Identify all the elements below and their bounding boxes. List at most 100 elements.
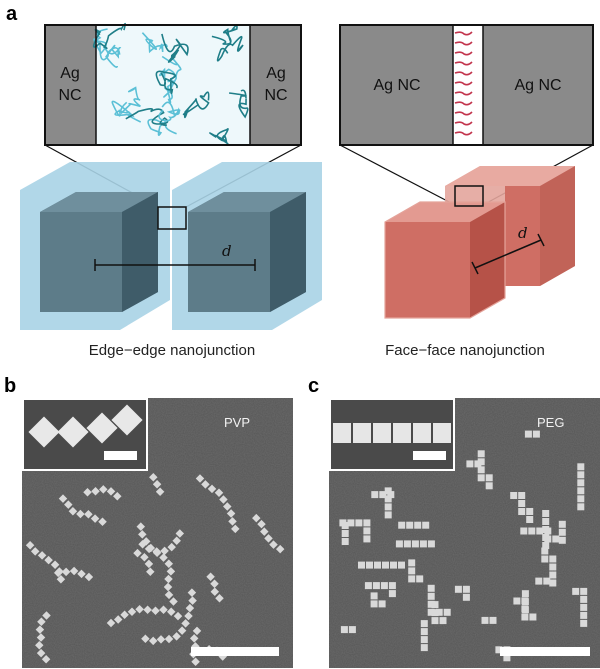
distance-label: d <box>222 242 232 260</box>
nanocube <box>558 520 566 528</box>
nanocube <box>275 544 285 554</box>
ligand-chain <box>155 70 178 95</box>
nanocube <box>64 500 73 509</box>
inset-nanocube <box>333 423 351 443</box>
nanocube <box>214 488 224 498</box>
nanocube <box>524 430 532 438</box>
ligand-chain <box>454 71 473 76</box>
nanocube <box>477 466 485 474</box>
inset-nanocube <box>393 423 411 443</box>
front-red-cube <box>384 201 506 319</box>
nanocube <box>454 585 462 593</box>
nanocube <box>347 519 355 527</box>
nanocube <box>363 519 371 527</box>
nanocube <box>580 611 588 619</box>
ligand-chain <box>209 128 229 145</box>
pvp-ligand-chains <box>92 22 249 145</box>
nanocube <box>577 495 585 503</box>
ligand-chain <box>454 111 473 116</box>
nanocube <box>528 527 536 535</box>
ligand-chain <box>454 61 473 66</box>
distance-marker <box>471 233 545 275</box>
nanocube <box>542 510 550 517</box>
ligand-chain <box>158 101 181 122</box>
edge-edge-zoom-box: Ag NC Ag NC <box>44 22 302 146</box>
nanocube <box>341 530 349 537</box>
nanocube <box>520 527 528 535</box>
nanocube <box>541 547 549 555</box>
nanocube <box>420 620 428 628</box>
nanocube <box>370 592 378 600</box>
nanocube <box>416 575 424 583</box>
nanocube <box>420 636 428 644</box>
nanocube <box>370 600 378 608</box>
nanocube <box>427 592 435 600</box>
nanocube <box>542 518 550 525</box>
panel-b-letter: b <box>4 375 16 397</box>
inset-nanocube <box>111 404 143 436</box>
nanocube <box>518 492 526 499</box>
nanocube <box>408 559 416 567</box>
nanocube <box>489 616 497 624</box>
nanocube <box>577 479 585 487</box>
nanocube <box>374 561 381 569</box>
nanocube <box>536 527 544 535</box>
nanocube <box>535 577 543 585</box>
nanocube <box>443 608 451 616</box>
nanocube <box>384 503 392 511</box>
ligand-chain <box>92 22 127 50</box>
nanocube <box>358 561 365 569</box>
ligand-chain <box>454 101 473 106</box>
edge-edge-diagram: Ag NC Ag NC <box>20 22 322 359</box>
nanocube <box>379 491 387 499</box>
ligand-chain <box>182 91 210 119</box>
nanocube <box>549 555 557 563</box>
junction-highlight-box <box>454 185 484 207</box>
ligand-chain <box>141 32 168 54</box>
nanocube <box>408 575 416 583</box>
nanocube <box>544 527 552 535</box>
nanocube <box>462 585 470 593</box>
inset-nanocube <box>86 412 118 444</box>
nanocube <box>378 600 386 608</box>
nanocube <box>577 463 585 471</box>
scale-bar <box>500 647 590 656</box>
nanocube <box>257 519 266 529</box>
nanocube <box>529 613 537 621</box>
ligand-chain <box>125 107 169 126</box>
nanocube <box>485 474 493 482</box>
ligand-chain <box>158 67 176 104</box>
ligand-chain <box>161 33 189 63</box>
inset-scale-bar <box>104 451 137 460</box>
ligand-chain <box>454 31 473 36</box>
nanocube <box>408 567 416 575</box>
nanocube <box>403 540 411 548</box>
nanocube <box>341 538 349 545</box>
left-cube-with-shell <box>20 162 170 330</box>
nanocube <box>532 430 540 438</box>
nanocube <box>431 617 439 625</box>
edge-edge-caption: Edge−edge nanojunction <box>89 342 255 359</box>
nanocube <box>260 527 269 536</box>
ligand-chain <box>216 35 244 62</box>
nanocube <box>518 500 526 507</box>
nanocube <box>518 508 526 515</box>
right-nc-label-line1: Ag <box>266 65 286 82</box>
nanocube <box>355 519 363 527</box>
nanocube <box>549 563 557 571</box>
ligand-chain <box>120 86 141 115</box>
nanocube <box>419 540 427 548</box>
nanocube <box>420 628 428 636</box>
nanocube <box>398 561 405 569</box>
nanocube <box>339 519 347 527</box>
ligand-chain <box>211 24 238 45</box>
nanocube <box>580 619 588 627</box>
ligand-chain <box>454 81 473 86</box>
nanocube <box>552 535 560 543</box>
nanocube <box>371 491 379 499</box>
nanocube <box>384 487 392 495</box>
nanocube <box>577 471 585 479</box>
nanocube <box>521 598 529 606</box>
nanocube <box>558 528 566 536</box>
